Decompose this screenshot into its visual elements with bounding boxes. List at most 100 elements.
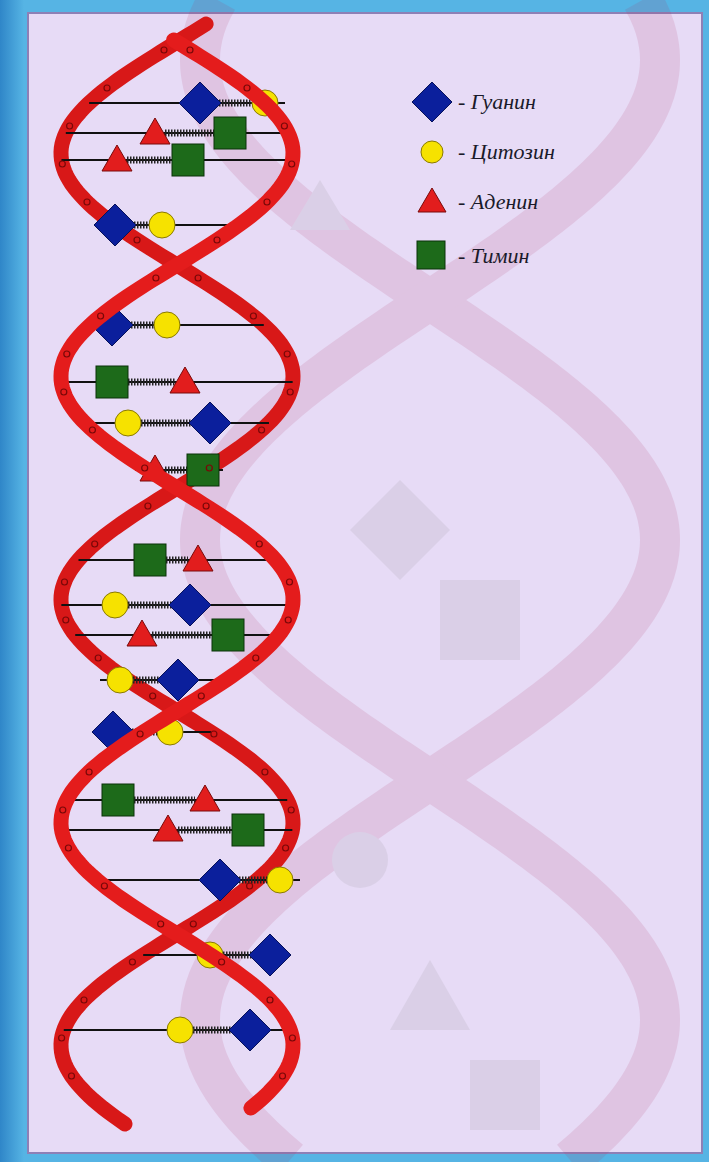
strand-dot bbox=[187, 47, 193, 53]
strand-dot bbox=[284, 351, 290, 357]
watermark-helix bbox=[200, 0, 660, 1160]
dna-strand bbox=[61, 24, 293, 1124]
strand-dot bbox=[98, 313, 104, 319]
cytosine-symbol bbox=[267, 867, 293, 893]
strand-dot bbox=[67, 123, 73, 129]
strand-dot bbox=[142, 465, 148, 471]
strand-dot bbox=[161, 47, 167, 53]
hydrogen-bond bbox=[127, 157, 178, 164]
backbone-bond bbox=[75, 634, 279, 636]
strand-dot bbox=[60, 807, 66, 813]
thymine-symbol bbox=[212, 619, 244, 651]
adenine-symbol bbox=[102, 145, 132, 171]
cytosine-symbol bbox=[154, 312, 180, 338]
legend-label: - Цитозин bbox=[458, 141, 555, 163]
strand-dot bbox=[253, 655, 259, 661]
watermark-triangle bbox=[290, 180, 350, 230]
thymine-symbol bbox=[102, 784, 134, 816]
cytosine-symbol bbox=[102, 592, 128, 618]
strand-dot bbox=[145, 503, 151, 509]
guanine-symbol bbox=[189, 402, 231, 444]
strand-dot bbox=[289, 161, 295, 167]
guanine-symbol bbox=[94, 204, 136, 246]
adenine-symbol bbox=[183, 545, 213, 571]
hydrogen-bond bbox=[165, 130, 220, 137]
backbone-bond bbox=[67, 799, 287, 801]
thymine-symbol bbox=[96, 366, 128, 398]
cytosine-symbol bbox=[149, 212, 175, 238]
legend-label: - Аденин bbox=[458, 191, 538, 213]
strand-dot bbox=[101, 883, 107, 889]
strand-dot bbox=[285, 617, 291, 623]
watermark-diamond bbox=[350, 480, 450, 580]
legend-label: - Гуанин bbox=[458, 91, 536, 113]
backbone-bond bbox=[85, 422, 269, 424]
strand-dot bbox=[64, 351, 70, 357]
strand-dot bbox=[63, 617, 69, 623]
strand-dot bbox=[256, 541, 262, 547]
backbone-bond bbox=[79, 559, 276, 561]
strand-dot bbox=[84, 199, 90, 205]
backbone-bond bbox=[66, 132, 288, 134]
strand-dot bbox=[61, 389, 67, 395]
strand-dot bbox=[89, 427, 95, 433]
guanine-symbol bbox=[412, 82, 452, 122]
guanine-symbol bbox=[229, 1009, 271, 1051]
thymine-symbol bbox=[417, 241, 445, 269]
base-pairs bbox=[61, 82, 300, 1051]
strand-dot bbox=[153, 275, 159, 281]
strand-dot bbox=[244, 85, 250, 91]
guanine-symbol bbox=[199, 859, 241, 901]
strand-dot bbox=[283, 845, 289, 851]
strand-dot bbox=[206, 465, 212, 471]
strand-dot bbox=[59, 1035, 65, 1041]
strand-dot bbox=[219, 959, 225, 965]
watermark-square bbox=[470, 1060, 540, 1130]
strand-dot bbox=[288, 807, 294, 813]
strand-dot bbox=[198, 693, 204, 699]
legend-icons bbox=[412, 82, 452, 269]
strand-dot bbox=[81, 997, 87, 1003]
strand-dot bbox=[190, 921, 196, 927]
strand-dot bbox=[280, 1073, 286, 1079]
hydrogen-bond bbox=[178, 827, 238, 834]
thymine-symbol bbox=[187, 454, 219, 486]
adenine-symbol bbox=[153, 815, 183, 841]
strand-dot bbox=[259, 427, 265, 433]
thymine-symbol bbox=[172, 144, 204, 176]
thymine-symbol bbox=[134, 544, 166, 576]
guanine-symbol bbox=[169, 584, 211, 626]
hydrogen-bond bbox=[128, 797, 195, 804]
thymine-symbol bbox=[214, 117, 246, 149]
adenine-symbol bbox=[170, 367, 200, 393]
strand-dot bbox=[62, 579, 68, 585]
cytosine-symbol bbox=[167, 1017, 193, 1043]
adenine-symbol bbox=[418, 188, 446, 212]
cytosine-symbol bbox=[107, 667, 133, 693]
hydrogen-bond bbox=[152, 632, 218, 639]
adenine-symbol bbox=[127, 620, 157, 646]
thymine-symbol bbox=[232, 814, 264, 846]
strand-dot bbox=[134, 237, 140, 243]
watermark-strand bbox=[200, 0, 660, 1160]
strand-dot bbox=[86, 769, 92, 775]
strand-dot bbox=[203, 503, 209, 509]
watermark-strand bbox=[200, 0, 660, 1160]
strand-dot bbox=[129, 959, 135, 965]
cytosine-symbol bbox=[421, 141, 443, 163]
legend-label: - Тимин bbox=[458, 245, 530, 267]
strand-dot bbox=[195, 275, 201, 281]
strand-dot bbox=[214, 237, 220, 243]
strand-dot bbox=[267, 997, 273, 1003]
strand-dot bbox=[65, 845, 71, 851]
strand-dots bbox=[59, 47, 296, 1079]
strand-dot bbox=[104, 85, 110, 91]
strand-dot bbox=[69, 1073, 75, 1079]
strand-dot bbox=[287, 389, 293, 395]
strand-dot bbox=[92, 541, 98, 547]
strand-dot bbox=[281, 123, 287, 129]
guanine-symbol bbox=[249, 934, 291, 976]
adenine-symbol bbox=[190, 785, 220, 811]
strand-dot bbox=[247, 883, 253, 889]
